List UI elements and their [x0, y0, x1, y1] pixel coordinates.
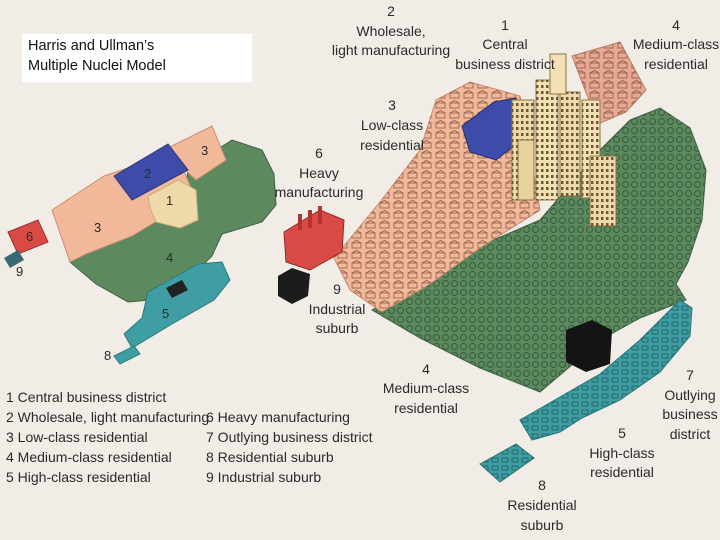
svg-text:Low-class: Low-class	[361, 117, 423, 133]
svg-text:1: 1	[501, 17, 509, 33]
svg-text:Central: Central	[482, 36, 527, 52]
svg-text:2: 2	[387, 3, 395, 19]
title-line-1: Harris and Ullman’s	[28, 38, 155, 54]
legend-item-7: 7 Outlying business district	[206, 429, 373, 445]
svg-text:Outlying: Outlying	[664, 387, 715, 403]
legend: 1 Central business district 2 Wholesale,…	[6, 389, 373, 485]
svg-text:business: business	[662, 406, 717, 422]
svg-text:district: district	[670, 426, 711, 442]
legend-item-2: 2 Wholesale, light manufacturing	[6, 409, 209, 425]
map-num-residential: 8	[104, 348, 111, 363]
label-wholesale: 2 Wholesale, light manufacturing	[332, 3, 450, 58]
legend-item-5: 5 High-class residential	[6, 469, 151, 485]
legend-item-6: 6 Heavy manufacturing	[206, 409, 350, 425]
svg-text:9: 9	[333, 281, 341, 297]
label-high-class: 5 High-class residential	[589, 425, 654, 480]
svg-text:6: 6	[315, 145, 323, 161]
svg-text:suburb: suburb	[521, 517, 564, 533]
svg-text:manufacturing: manufacturing	[275, 184, 364, 200]
label-medium-top: 4 Medium-class residential	[633, 17, 719, 72]
svg-text:High-class: High-class	[589, 445, 654, 461]
svg-text:8: 8	[538, 477, 546, 493]
diagram-title: Harris and Ullman’s Multiple Nuclei Mode…	[22, 34, 252, 82]
label-medium-bottom: 4 Medium-class residential	[383, 361, 469, 416]
legend-item-3: 3 Low-class residential	[6, 429, 148, 445]
label-heavy: 6 Heavy manufacturing	[275, 145, 364, 200]
svg-text:Residential: Residential	[507, 497, 576, 513]
legend-item-8: 8 Residential suburb	[206, 449, 334, 465]
illus-cbd	[511, 53, 617, 227]
zone-residential-suburb	[113, 345, 141, 365]
svg-text:residential: residential	[590, 464, 654, 480]
svg-text:5: 5	[618, 425, 626, 441]
svg-text:Medium-class: Medium-class	[383, 380, 469, 396]
svg-text:Wholesale,: Wholesale,	[356, 23, 425, 39]
zone-outlying	[166, 280, 188, 298]
map-num-lowclass-left: 3	[94, 220, 101, 235]
svg-text:business district: business district	[455, 56, 555, 72]
svg-text:4: 4	[672, 17, 680, 33]
label-residential-suburb: 8 Residential suburb	[507, 477, 576, 533]
zone-high-class	[123, 261, 231, 349]
zone-cbd	[147, 179, 199, 229]
title-line-2: Multiple Nuclei Model	[28, 58, 166, 74]
legend-item-1: 1 Central business district	[6, 389, 166, 405]
illus-industrial-suburb	[278, 268, 310, 304]
illus-outlying	[566, 320, 612, 372]
schematic-map: 2 1 3 3 4 5 6 9 8	[4, 125, 277, 365]
svg-text:light manufacturing: light manufacturing	[332, 42, 450, 58]
label-industrial: 9 Industrial suburb	[309, 281, 366, 336]
zone-heavy-mfg	[7, 219, 49, 255]
svg-text:7: 7	[686, 367, 694, 383]
svg-text:Heavy: Heavy	[299, 165, 339, 181]
svg-text:3: 3	[388, 97, 396, 113]
zone-wholesale	[113, 143, 189, 201]
map-num-cbd: 1	[166, 193, 173, 208]
map-num-heavy: 6	[26, 229, 33, 244]
label-low-class: 3 Low-class residential	[360, 97, 424, 153]
label-outlying: 7 Outlying business district	[662, 367, 717, 442]
legend-item-9: 9 Industrial suburb	[206, 469, 321, 485]
svg-text:4: 4	[422, 361, 430, 377]
map-num-high: 5	[162, 306, 169, 321]
svg-text:residential: residential	[644, 56, 708, 72]
illus-heavy-mfg	[283, 206, 345, 271]
svg-text:Medium-class: Medium-class	[633, 36, 719, 52]
map-num-lowclass-upper: 3	[201, 143, 208, 158]
svg-text:suburb: suburb	[316, 320, 359, 336]
map-num-industrial: 9	[16, 264, 23, 279]
svg-text:residential: residential	[360, 137, 424, 153]
svg-text:residential: residential	[394, 400, 458, 416]
illus-tree-texture	[372, 108, 706, 392]
city-illustration	[278, 41, 707, 483]
map-num-wholesale: 2	[144, 166, 151, 181]
zone-industrial-suburb	[4, 250, 24, 268]
label-cbd: 1 Central business district	[455, 17, 555, 72]
legend-item-4: 4 Medium-class residential	[6, 449, 172, 465]
map-num-medium: 4	[166, 250, 173, 265]
svg-text:Industrial: Industrial	[309, 301, 366, 317]
